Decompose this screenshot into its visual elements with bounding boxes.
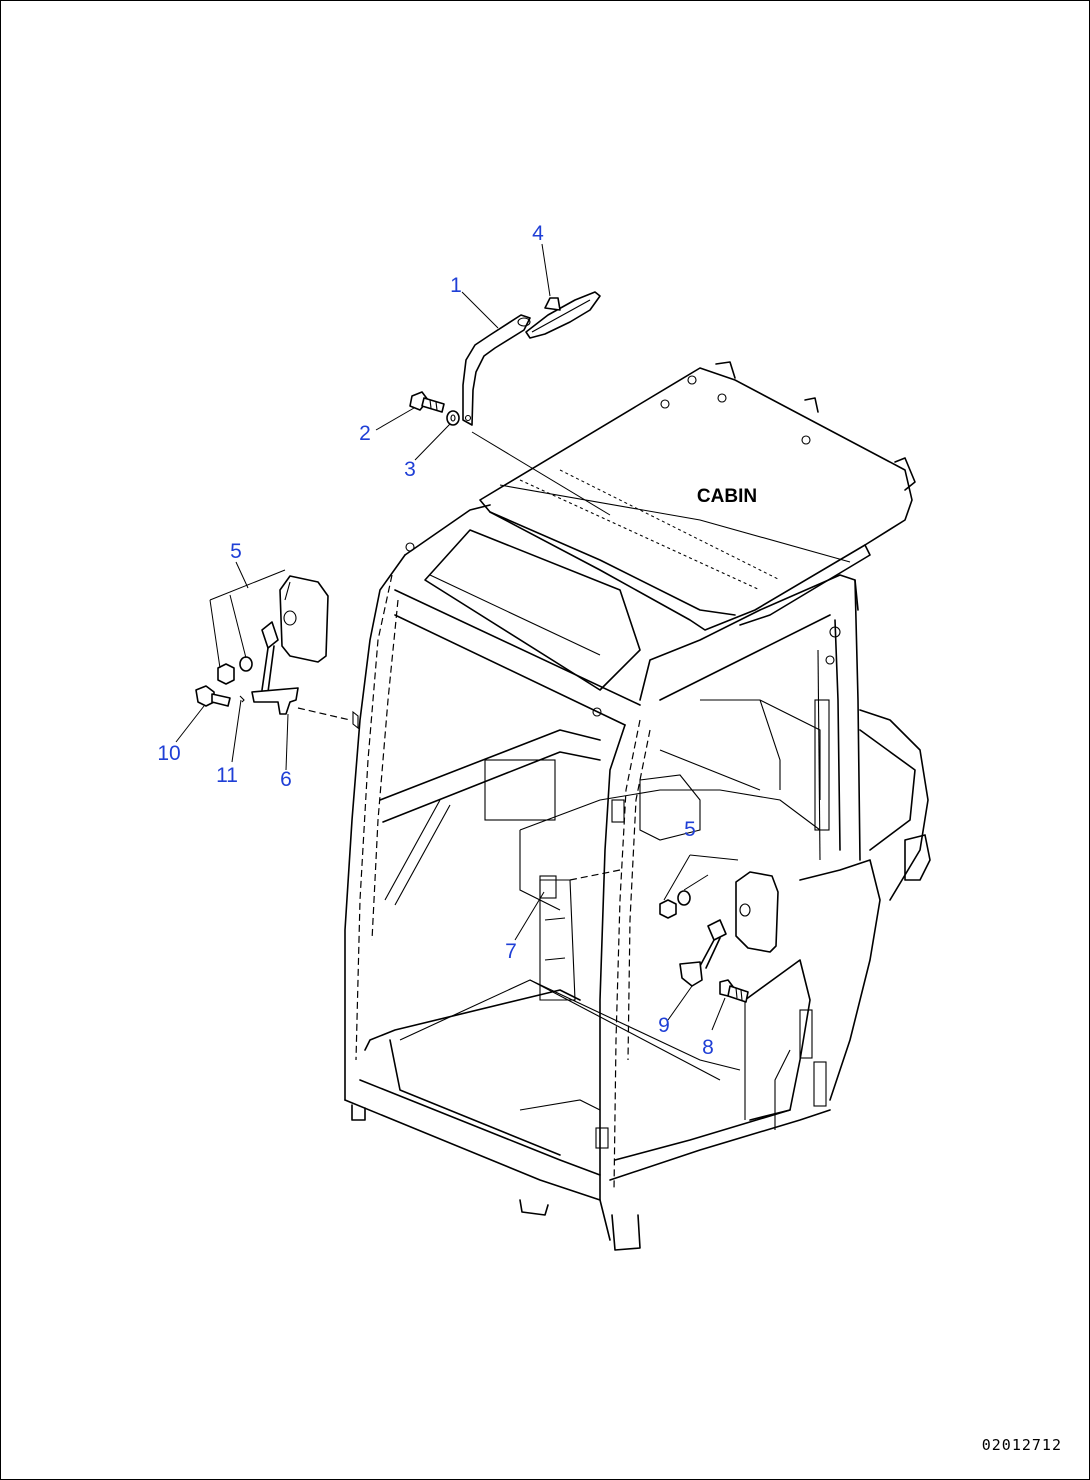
part-3-washer bbox=[446, 410, 460, 426]
callout-3: 3 bbox=[404, 458, 416, 481]
callout-11: 11 bbox=[216, 764, 238, 787]
callout-6: 6 bbox=[280, 768, 292, 791]
callout-2: 2 bbox=[359, 422, 371, 445]
callout-7: 7 bbox=[505, 940, 517, 963]
cabin-caption: CABIN bbox=[697, 486, 757, 507]
drawing-code: 02012712 bbox=[981, 1436, 1062, 1454]
leader-lines bbox=[175, 243, 726, 1031]
callout-8: 8 bbox=[702, 1036, 714, 1059]
cabin-frame bbox=[344, 504, 931, 1251]
callout-9: 9 bbox=[658, 1014, 670, 1037]
callout-4: 4 bbox=[532, 222, 544, 245]
callout-1: 1 bbox=[450, 274, 462, 297]
left-mirror-assembly bbox=[195, 575, 329, 715]
callout-5-left: 5 bbox=[230, 540, 242, 563]
part-4-mirror bbox=[525, 291, 601, 339]
right-mirror-assembly bbox=[659, 871, 779, 1003]
part-1-mirror-stay bbox=[462, 314, 531, 426]
part-2-bolt bbox=[409, 391, 445, 413]
callout-10: 10 bbox=[157, 742, 180, 765]
callout-5-right: 5 bbox=[684, 818, 696, 841]
cabin-roof bbox=[479, 361, 916, 631]
